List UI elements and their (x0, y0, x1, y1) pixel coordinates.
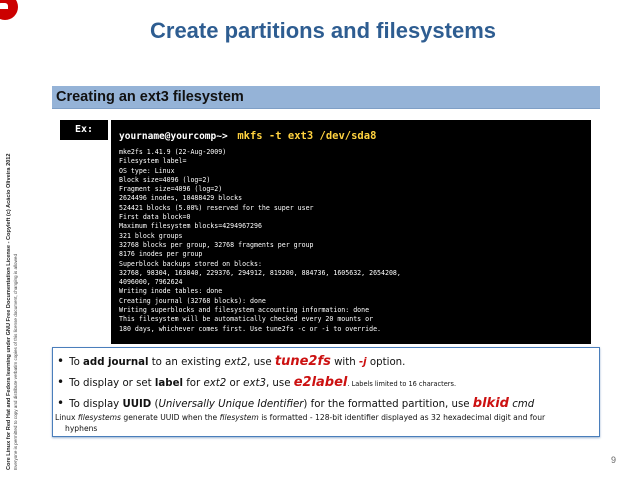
note-text: Linux (55, 413, 78, 422)
terminal-line: Maximum filesystem blocks=4294967296 (119, 222, 262, 231)
bullet-text: for (182, 378, 204, 389)
terminal-line: Writing superblocks and filesystem accou… (119, 306, 370, 315)
command-e2label: e2label (293, 375, 348, 390)
license-note: Everyone is permitted to copy and distri… (13, 253, 18, 470)
terminal-line: First data block=0 (119, 213, 191, 222)
bullet-text: ( (151, 399, 159, 410)
terminal-output: yourname@yourcomp~> mkfs -t ext3 /dev/sd… (111, 120, 591, 344)
command-tune2fs: tune2fs (274, 354, 331, 369)
shell-command: mkfs -t ext3 /dev/sda8 (237, 130, 377, 142)
terminal-line: 32768 blocks per group, 32768 fragments … (119, 240, 314, 249)
uuid-note: Linux filesystems generate UUID when the… (55, 412, 595, 434)
page-number: 9 (611, 455, 617, 465)
terminal-line: Filesystem label= (119, 157, 187, 166)
terminal-line: Writing inode tables: done (119, 287, 223, 296)
terminal-line: Block size=4096 (log=2) (119, 175, 211, 184)
bullet-tune2fs: • To add journal to an existing ext2, use… (57, 354, 405, 369)
terminal-line: OS type: Linux (119, 166, 175, 175)
terminal-line: Creating journal (32768 blocks): done (119, 296, 266, 305)
section-title: Creating an ext3 filesystem (56, 89, 244, 105)
terminal-line: 2624496 inodes, 10488429 blocks (119, 194, 243, 203)
section-header-bar: Creating an ext3 filesystem (52, 86, 600, 109)
bullet-dot-icon: • (57, 354, 65, 368)
bullet-term: ext3 (243, 378, 266, 389)
bullet-term: Universally Unique Identifier (158, 399, 304, 410)
bullet-text: to an existing (148, 357, 225, 368)
terminal-line: 4096000, 7962624 (119, 278, 183, 287)
shell-prompt: yourname@yourcomp~> (119, 131, 228, 142)
bullet-keyword: add journal (83, 357, 149, 368)
bullet-term: ext2 (224, 357, 248, 368)
redhat-logo-icon (0, 0, 18, 20)
bullet-text: with (330, 357, 359, 368)
note-text: generate UUID when the (120, 413, 220, 422)
command-blkid: blkid (472, 396, 509, 411)
terminal-line: Superblock backups stored on blocks: (119, 259, 262, 268)
bullet-blkid: • To display UUID (Universally Unique Ide… (57, 396, 534, 411)
bullet-note: . Labels limited to 16 characters. (347, 380, 457, 388)
terminal-line: 32768, 98304, 163840, 229376, 294912, 81… (119, 268, 401, 277)
option-j: -j (358, 357, 367, 368)
example-label: Ex: (60, 120, 108, 140)
bullet-text: To display (69, 399, 123, 410)
bullet-text: To display or set (69, 378, 155, 389)
terminal-line: 321 block groups (119, 231, 183, 240)
terminal-line: 8176 inodes per group (119, 250, 203, 259)
page-title: Create partitions and filesystems (150, 18, 497, 43)
bullet-e2label: • To display or set label for ext2 or ext… (57, 375, 456, 390)
bullet-text: cmd (508, 399, 535, 410)
bullet-keyword: label (154, 378, 183, 389)
note-text: is formatted - 128-bit identifier displa… (258, 413, 546, 422)
note-term: filesystem (219, 413, 259, 422)
note-term: filesystems (77, 413, 121, 422)
bullet-list-box: •To add journal to an existing ext2, use… (52, 347, 600, 437)
bullet-keyword: UUID (122, 399, 152, 410)
terminal-line: 524421 blocks (5.00%) reserved for the s… (119, 203, 314, 212)
terminal-line: This filesystem will be automatically ch… (119, 315, 374, 324)
bullet-text: , use (265, 378, 294, 389)
bullet-text: option. (366, 357, 406, 368)
note-text: hyphens (65, 424, 98, 433)
terminal-line: 180 days, whichever comes first. Use tun… (119, 324, 382, 333)
bullet-dot-icon: • (57, 396, 65, 410)
license-sidebar: Core Linux for Red Hat and Fedora learni… (6, 150, 18, 470)
bullet-dot-icon: • (57, 375, 65, 389)
command-line: yourname@yourcomp~> mkfs -t ext3 /dev/sd… (119, 124, 376, 143)
bullet-text: , use (247, 357, 275, 368)
bullet-text: or (226, 378, 244, 389)
terminal-line: Fragment size=4096 (log=2) (119, 185, 223, 194)
bullet-text: To (69, 357, 84, 368)
terminal-line: mke2fs 1.41.9 (22-Aug-2009) (119, 148, 227, 156)
bullet-term: ext2 (203, 378, 227, 389)
terminal-output-lines: mke2fs 1.41.9 (22-Aug-2009)Filesystem la… (119, 148, 401, 334)
example-label-text: Ex: (74, 124, 94, 135)
license-line: Core Linux for Red Hat and Fedora learni… (6, 153, 12, 470)
bullet-text: ) for the formatted partition, use (303, 399, 473, 410)
